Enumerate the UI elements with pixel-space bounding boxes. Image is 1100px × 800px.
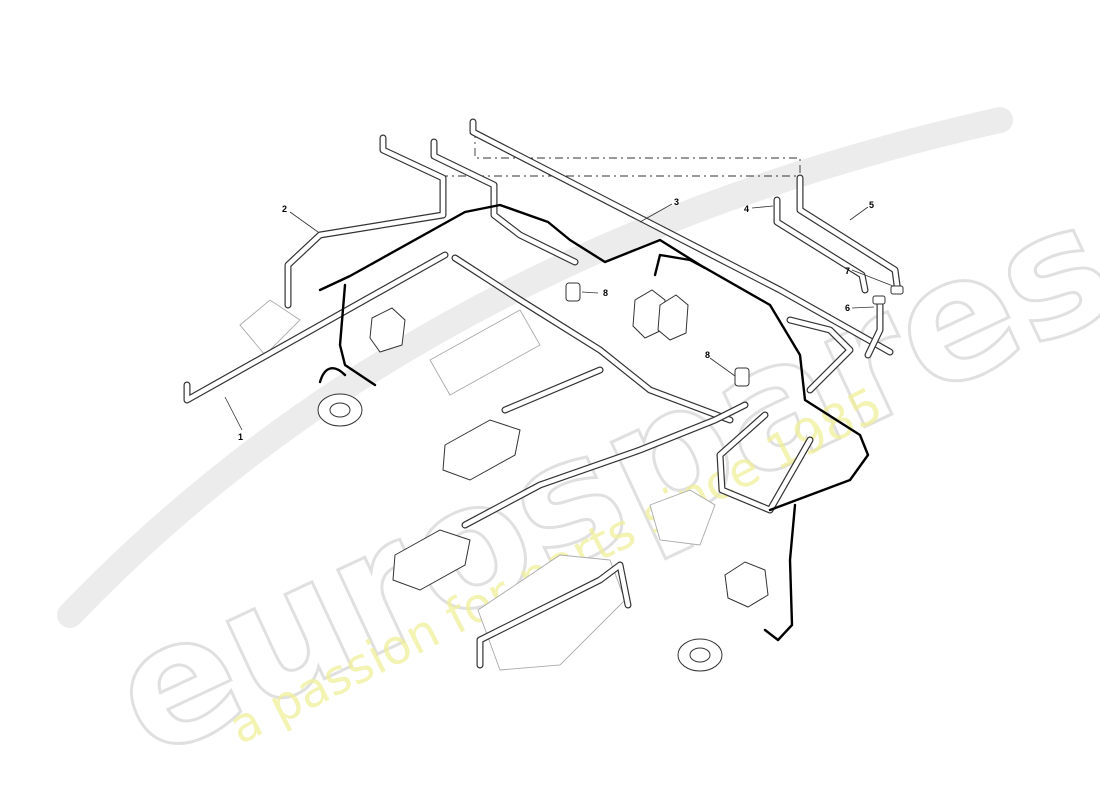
hose-3-main bbox=[318, 203, 870, 512]
solenoid-left bbox=[369, 307, 406, 353]
pipe-2-inner bbox=[285, 135, 446, 308]
hose-lower-right bbox=[763, 503, 797, 642]
leader-2 bbox=[289, 211, 319, 233]
callout-8b: 8 bbox=[705, 350, 710, 360]
callout-2: 2 bbox=[282, 204, 287, 214]
pipe-lower-1-inner bbox=[502, 367, 603, 413]
canister-upper bbox=[442, 419, 521, 481]
callouts: 1 2 3 4 5 6 7 8 8 bbox=[238, 197, 874, 442]
callout-8a: 8 bbox=[603, 288, 608, 298]
egr-valve-right-core bbox=[689, 647, 711, 663]
leader-4 bbox=[751, 205, 774, 209]
leader-6 bbox=[851, 306, 875, 309]
connector-7 bbox=[890, 285, 904, 295]
pipe-4-inner bbox=[774, 197, 868, 293]
pipe-centre-inner bbox=[452, 255, 733, 423]
leader-8a bbox=[581, 291, 599, 294]
egr-valve-left-core bbox=[329, 402, 351, 418]
leader-7 bbox=[851, 269, 894, 287]
hose-valve-left bbox=[318, 367, 347, 384]
hard-pipes bbox=[183, 118, 901, 669]
watermark: eurospares a passion for parts since 198… bbox=[57, 107, 1100, 799]
inline-filter-8b bbox=[734, 367, 750, 387]
pipe-2 bbox=[284, 134, 447, 309]
pipe-vertical-right-inner bbox=[717, 412, 813, 513]
pipe-6-inner bbox=[865, 297, 883, 358]
solenoid-right bbox=[724, 561, 769, 608]
pipe-mid-inner bbox=[431, 139, 578, 265]
hose-3-left-loop bbox=[338, 283, 377, 387]
watermark-swoosh bbox=[57, 107, 1013, 628]
manifold-outline bbox=[429, 309, 541, 396]
leader-1 bbox=[224, 396, 243, 431]
leader-lines bbox=[224, 203, 894, 431]
inline-filter-8a bbox=[565, 282, 581, 302]
pipe-right-loop-inner bbox=[787, 317, 853, 393]
leader-5 bbox=[849, 206, 869, 221]
pipe-top-long-inner bbox=[470, 119, 893, 355]
reference-dash-line bbox=[440, 130, 801, 180]
dash-line-path bbox=[474, 130, 801, 180]
pipe-1-inner bbox=[184, 252, 448, 403]
connector-6 bbox=[872, 295, 886, 305]
leader-3 bbox=[639, 203, 673, 223]
left-engine-outline bbox=[239, 299, 301, 356]
pipe-5-inner bbox=[797, 175, 900, 288]
callout-3: 3 bbox=[674, 197, 679, 207]
components bbox=[317, 282, 904, 672]
background-components bbox=[239, 299, 716, 671]
hose-upper-connector bbox=[653, 253, 707, 277]
leader-8b bbox=[709, 357, 736, 377]
callout-1: 1 bbox=[238, 432, 243, 442]
canister-lower bbox=[392, 529, 471, 591]
pipe-mid bbox=[430, 138, 579, 266]
callout-6: 6 bbox=[845, 303, 850, 313]
pipe-lower-2-inner bbox=[462, 402, 748, 528]
pipe-lower-left-inner bbox=[477, 562, 631, 668]
throttle-body-outline bbox=[649, 489, 716, 546]
callout-5: 5 bbox=[869, 200, 874, 210]
callout-4: 4 bbox=[744, 204, 749, 214]
hose-3 bbox=[318, 203, 870, 642]
solenoid-centre-2 bbox=[657, 294, 689, 341]
callout-7: 7 bbox=[845, 266, 850, 276]
